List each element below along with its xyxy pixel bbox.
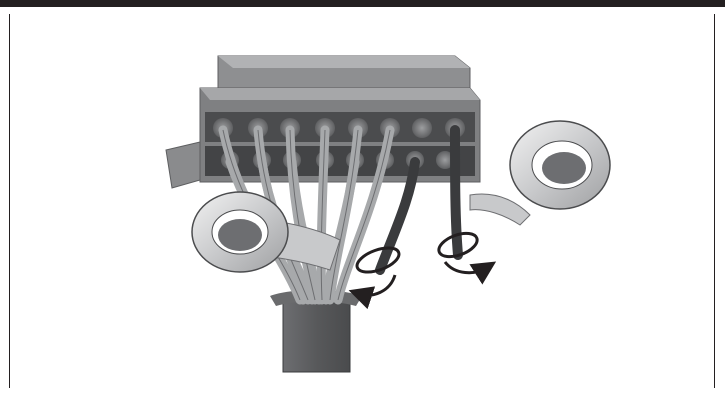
tape-roll-icon (192, 192, 340, 272)
twist-arrow-icon (354, 243, 402, 295)
tape-roll-icon (470, 121, 610, 225)
